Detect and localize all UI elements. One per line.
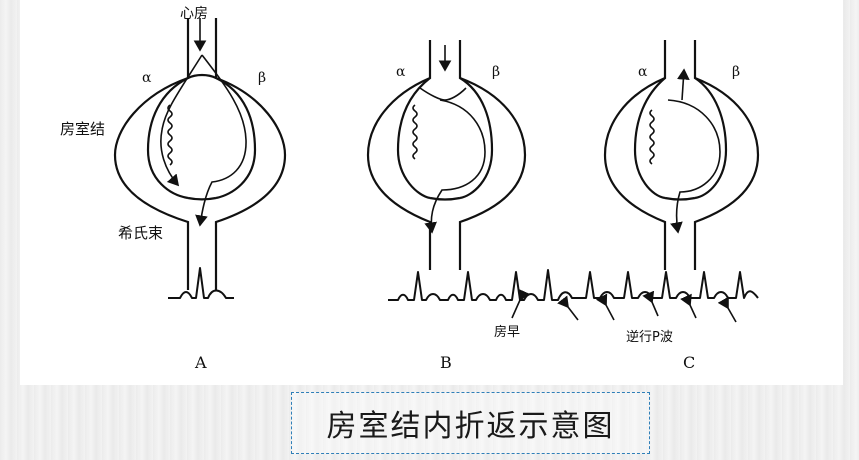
panel-c-node <box>603 40 760 270</box>
label-beta-b: β <box>492 64 500 80</box>
panel-a-node <box>113 18 287 290</box>
arrow-premature-atrial <box>511 288 530 319</box>
arrow-retro-3 <box>642 290 659 317</box>
label-alpha-a: α <box>142 70 152 86</box>
arrow-retro-1 <box>557 295 579 321</box>
caption-box: 房室结内折返示意图 <box>291 392 650 454</box>
label-retrograde-p: 逆行P波 <box>626 329 673 345</box>
arrow-retro-2 <box>595 293 615 321</box>
label-beta-c: β <box>732 64 740 80</box>
panel-letter-b: B <box>440 353 452 372</box>
panel-letter-a: A <box>194 353 207 372</box>
arrow-retro-4 <box>680 293 697 319</box>
figure-caption: 房室结内折返示意图 <box>326 409 615 444</box>
label-atrium: 心房 <box>180 6 208 22</box>
label-alpha-b: α <box>396 64 406 80</box>
ecg-trace-a <box>168 267 234 299</box>
arrow-retro-5 <box>717 296 737 323</box>
label-premature-atrial: 房早 <box>494 324 520 340</box>
label-av-node: 房室结 <box>60 120 105 138</box>
panel-b-node <box>366 40 527 270</box>
reentry-diagram: 心房 α β 房室结 希氏束 A α β α β 房早 逆行P波 B C <box>60 6 760 372</box>
panel-letter-c: C <box>683 353 695 372</box>
label-alpha-c: α <box>638 64 648 80</box>
ecg-trace-bc <box>388 269 759 301</box>
label-his-bundle: 希氏束 <box>118 224 163 242</box>
label-beta-a: β <box>258 70 266 86</box>
